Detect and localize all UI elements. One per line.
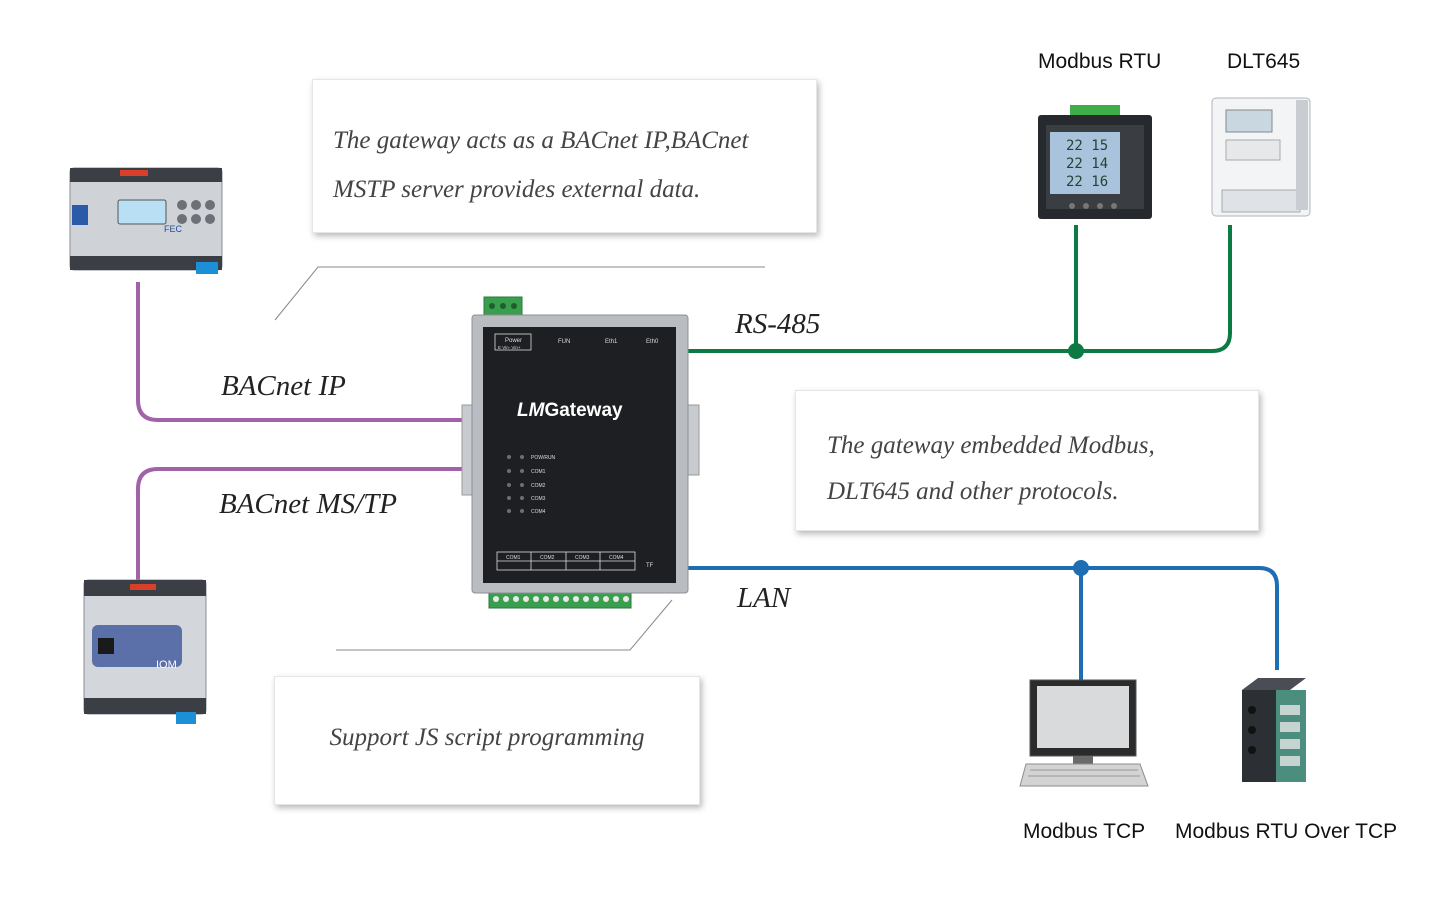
bacnet-ip-label: BACnet IP (221, 370, 346, 402)
gateway-led-com2: COM2 (531, 483, 546, 489)
callout-modbus-line-2: DLT645 and other protocols. (827, 478, 1119, 505)
modbus-tcp-label: Modbus TCP (1023, 820, 1146, 843)
bacnet-mstp-line (136, 467, 470, 585)
rs485-junction (1068, 343, 1084, 359)
gateway-com3-label: COM3 (575, 555, 590, 561)
bacnet-ip-controller-brand: FEC (164, 224, 183, 234)
callout-embedded-protocols: The gateway embedded Modbus, DLT645 and o… (795, 390, 1259, 531)
gateway-led-com4: COM4 (531, 509, 546, 515)
meter-reading-1: 22 15 (1066, 138, 1108, 154)
lan-line (688, 566, 1279, 682)
industrial-switch (1242, 678, 1306, 782)
bacnet-ip-line (136, 282, 470, 422)
callout-js-script: Support JS script programming (274, 676, 700, 805)
gateway-eth0-label: Eth0 (646, 339, 659, 345)
gateway-power-label: Power (505, 338, 522, 344)
lm-gateway: Power E Vin- Vin+ FUN Eth1 Eth0 LMGatewa… (461, 296, 700, 609)
lan-label: LAN (737, 582, 791, 614)
modbus-rtu-label: Modbus RTU (1038, 50, 1162, 73)
decorative-lines (274, 266, 765, 651)
bacnet-mstp-controller-brand: IOM (156, 659, 177, 671)
gateway-power-sub: E Vin- Vin+ (498, 345, 521, 350)
lan-junction (1073, 560, 1089, 576)
callout-modbus-line-1: The gateway embedded Modbus, (827, 432, 1155, 459)
gateway-logo-suffix: Gateway (544, 400, 623, 421)
dlt645-label: DLT645 (1227, 50, 1301, 73)
meter-reading-3: 22 16 (1066, 174, 1108, 190)
rs485-label: RS-485 (735, 308, 821, 340)
gateway-tf-label: TF (646, 563, 654, 569)
gateway-eth1-label: Eth1 (605, 339, 618, 345)
callout-js-text: Support JS script programming (329, 724, 645, 751)
callout-bacnet-line-2: MSTP server provides external data. (333, 176, 701, 203)
bacnet-mstp-controller: IOM (83, 579, 207, 724)
bacnet-ip-controller: FEC (69, 167, 223, 274)
meter-reading-2: 22 14 (1066, 156, 1108, 172)
bacnet-mstp-label: BACnet MS/TP (219, 488, 398, 520)
modbus-rtu-over-tcp-label: Modbus RTU Over TCP (1175, 820, 1398, 843)
gateway-com4-label: COM4 (609, 555, 624, 561)
gateway-logo-prefix: LM (517, 400, 546, 421)
gateway-fun-label: FUN (558, 339, 570, 345)
gateway-com2-label: COM2 (540, 555, 555, 561)
rs485-line (688, 225, 1232, 353)
gateway-led-powrun: POW/RUN (531, 455, 556, 461)
gateway-logo: LMGateway (517, 400, 623, 421)
callout-bacnet-line-1: The gateway acts as a BACnet IP,BACnet (333, 127, 749, 154)
power-meter: 22 15 22 14 22 16 (1038, 105, 1152, 219)
gateway-com1-label: COM1 (506, 555, 521, 561)
pc (1019, 679, 1149, 787)
energy-meter (1211, 97, 1311, 217)
gateway-led-com3: COM3 (531, 496, 546, 502)
gateway-led-com1: COM1 (531, 469, 546, 475)
